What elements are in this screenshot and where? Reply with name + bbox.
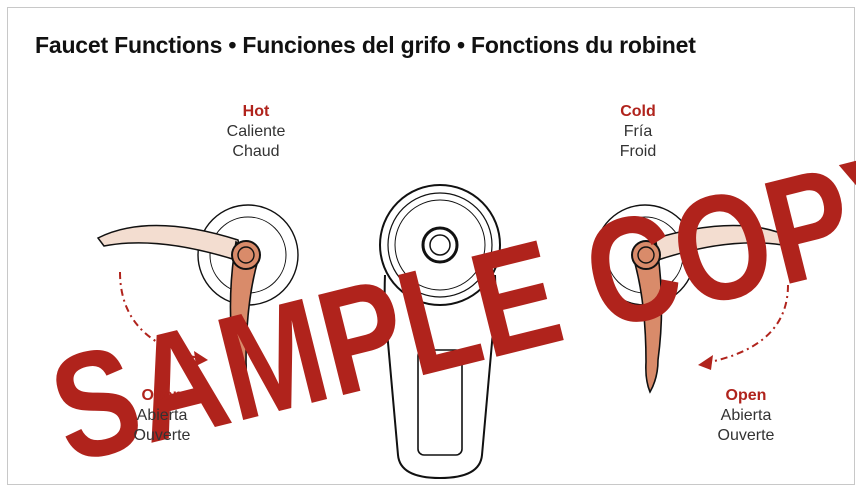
hot-label-fr: Chaud	[232, 143, 280, 160]
cold-label-en: Cold	[620, 103, 656, 120]
cold-label-fr: Froid	[619, 143, 657, 160]
open-right-label-en: Open	[725, 387, 767, 404]
faucet-body	[379, 184, 501, 480]
hot-label-en: Hot	[242, 103, 270, 120]
page-title: Faucet Functions • Funciones del grifo •…	[35, 32, 696, 58]
open-left-label-en: Open	[141, 387, 183, 404]
hot-handle-assembly	[96, 204, 299, 394]
hot-label-es: Caliente	[226, 123, 286, 140]
cold-label: Cold Fría Froid	[578, 102, 698, 162]
open-right-label-es: Abierta	[720, 407, 772, 424]
cold-label-es: Fría	[623, 123, 653, 140]
open-right-label-fr: Ouverte	[717, 427, 775, 444]
open-left-label: Open Abierta Ouverte	[102, 386, 222, 446]
open-left-label-fr: Ouverte	[133, 427, 191, 444]
open-right-label: Open Abierta Ouverte	[686, 386, 806, 446]
cold-handle-assembly	[594, 204, 794, 394]
open-left-label-es: Abierta	[136, 407, 188, 424]
hot-label: Hot Caliente Chaud	[196, 102, 316, 162]
